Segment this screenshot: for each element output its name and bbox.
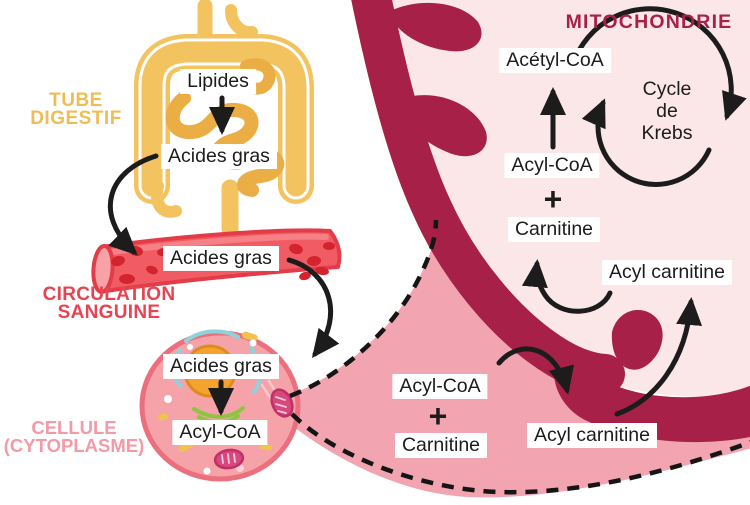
- membrane-bottom-section: [553, 352, 750, 443]
- flow-arrows: [107, 6, 747, 417]
- region-label-circulation-sanguine: CIRCULATION SANGUINE: [42, 284, 176, 323]
- node-acides-gras-sang: Acides gras: [163, 246, 279, 271]
- region-label-line: DIGESTIF: [30, 108, 122, 129]
- zoom-dashed-lines: [289, 219, 750, 495]
- mitochondrion-organelle-bottom: [213, 448, 245, 470]
- region-label-line: SANGUINE: [57, 302, 161, 323]
- node-lipides: Lipides: [180, 69, 256, 94]
- krebs-cycle-arc-bottom: [581, 98, 712, 187]
- plus-sign-cytoplasme: +: [428, 398, 448, 434]
- node-acyl-coa-cytoplasme: Acyl-CoA: [392, 374, 488, 399]
- membrane-crista-2: [398, 95, 487, 157]
- plus-sign-mitochondrie: +: [543, 181, 563, 217]
- krebs-cycle-line: de: [656, 100, 678, 122]
- arrow-acyl-carnitine-to-carnitine: [521, 259, 613, 314]
- node-acyl-carnitine-mitochondrie: Acyl carnitine: [602, 260, 732, 285]
- arrow-acyl-coa-to-acyl-carnitine: [496, 346, 575, 395]
- region-label-line: (CYTOPLASME): [3, 434, 145, 456]
- membrane-crista-3: [611, 309, 663, 370]
- krebs-cycle-arc-top: [570, 6, 747, 121]
- vesicle-rods: [158, 331, 272, 453]
- region-label-line: CIRCULATION: [42, 284, 176, 305]
- region-label-mitochondrie: MITOCHONDRIE: [566, 12, 733, 32]
- region-label-line: MITOCHONDRIE: [565, 11, 733, 33]
- colon-core: [141, 41, 307, 197]
- krebs-cycle-line: Krebs: [641, 122, 693, 144]
- krebs-cycle-line: Cycle: [642, 78, 692, 100]
- krebs-cycle-label: Cycle de Krebs: [642, 78, 693, 144]
- node-acyl-coa-cellule: Acyl-CoA: [172, 420, 268, 445]
- mitochondrion-illustration: [282, 0, 750, 498]
- esophagus-hook: [225, 4, 258, 39]
- region-label-line: CELLULE: [31, 417, 117, 438]
- zoom-dashed-line-upper: [289, 219, 439, 399]
- region-label-line: TUBE: [49, 90, 103, 111]
- region-label-tube-digestif: TUBE DIGESTIF: [30, 90, 122, 129]
- node-carnitine-cytoplasme: Carnitine: [394, 433, 488, 458]
- mitochondrion-matrix: [366, 0, 750, 397]
- zoom-dashed-line-lower: [290, 412, 750, 495]
- node-acides-gras-cellule: Acides gras: [163, 354, 279, 379]
- node-acyl-coa-mitochondrie: Acyl-CoA: [504, 153, 600, 178]
- node-acetyl-coa: Acétyl-CoA: [499, 48, 611, 73]
- node-acides-gras-intestin: Acides gras: [161, 144, 277, 169]
- membrane-crista-1: [388, 2, 482, 52]
- sigmoid-tail: [151, 180, 182, 218]
- mitochondrion-organelle-edge: [270, 388, 294, 418]
- node-carnitine-mitochondrie: Carnitine: [507, 217, 601, 242]
- node-acyl-carnitine-cytoplasme: Acyl carnitine: [527, 423, 657, 448]
- region-label-cellule-cytoplasme: CELLULE (CYTOPLASME): [4, 419, 144, 454]
- arrow-acyl-carnitine-into-matrix: [614, 297, 703, 417]
- vessel-cut-face: [91, 244, 115, 294]
- arrow-blood-to-cell: [286, 257, 340, 358]
- arrow-intestine-to-blood: [107, 153, 159, 256]
